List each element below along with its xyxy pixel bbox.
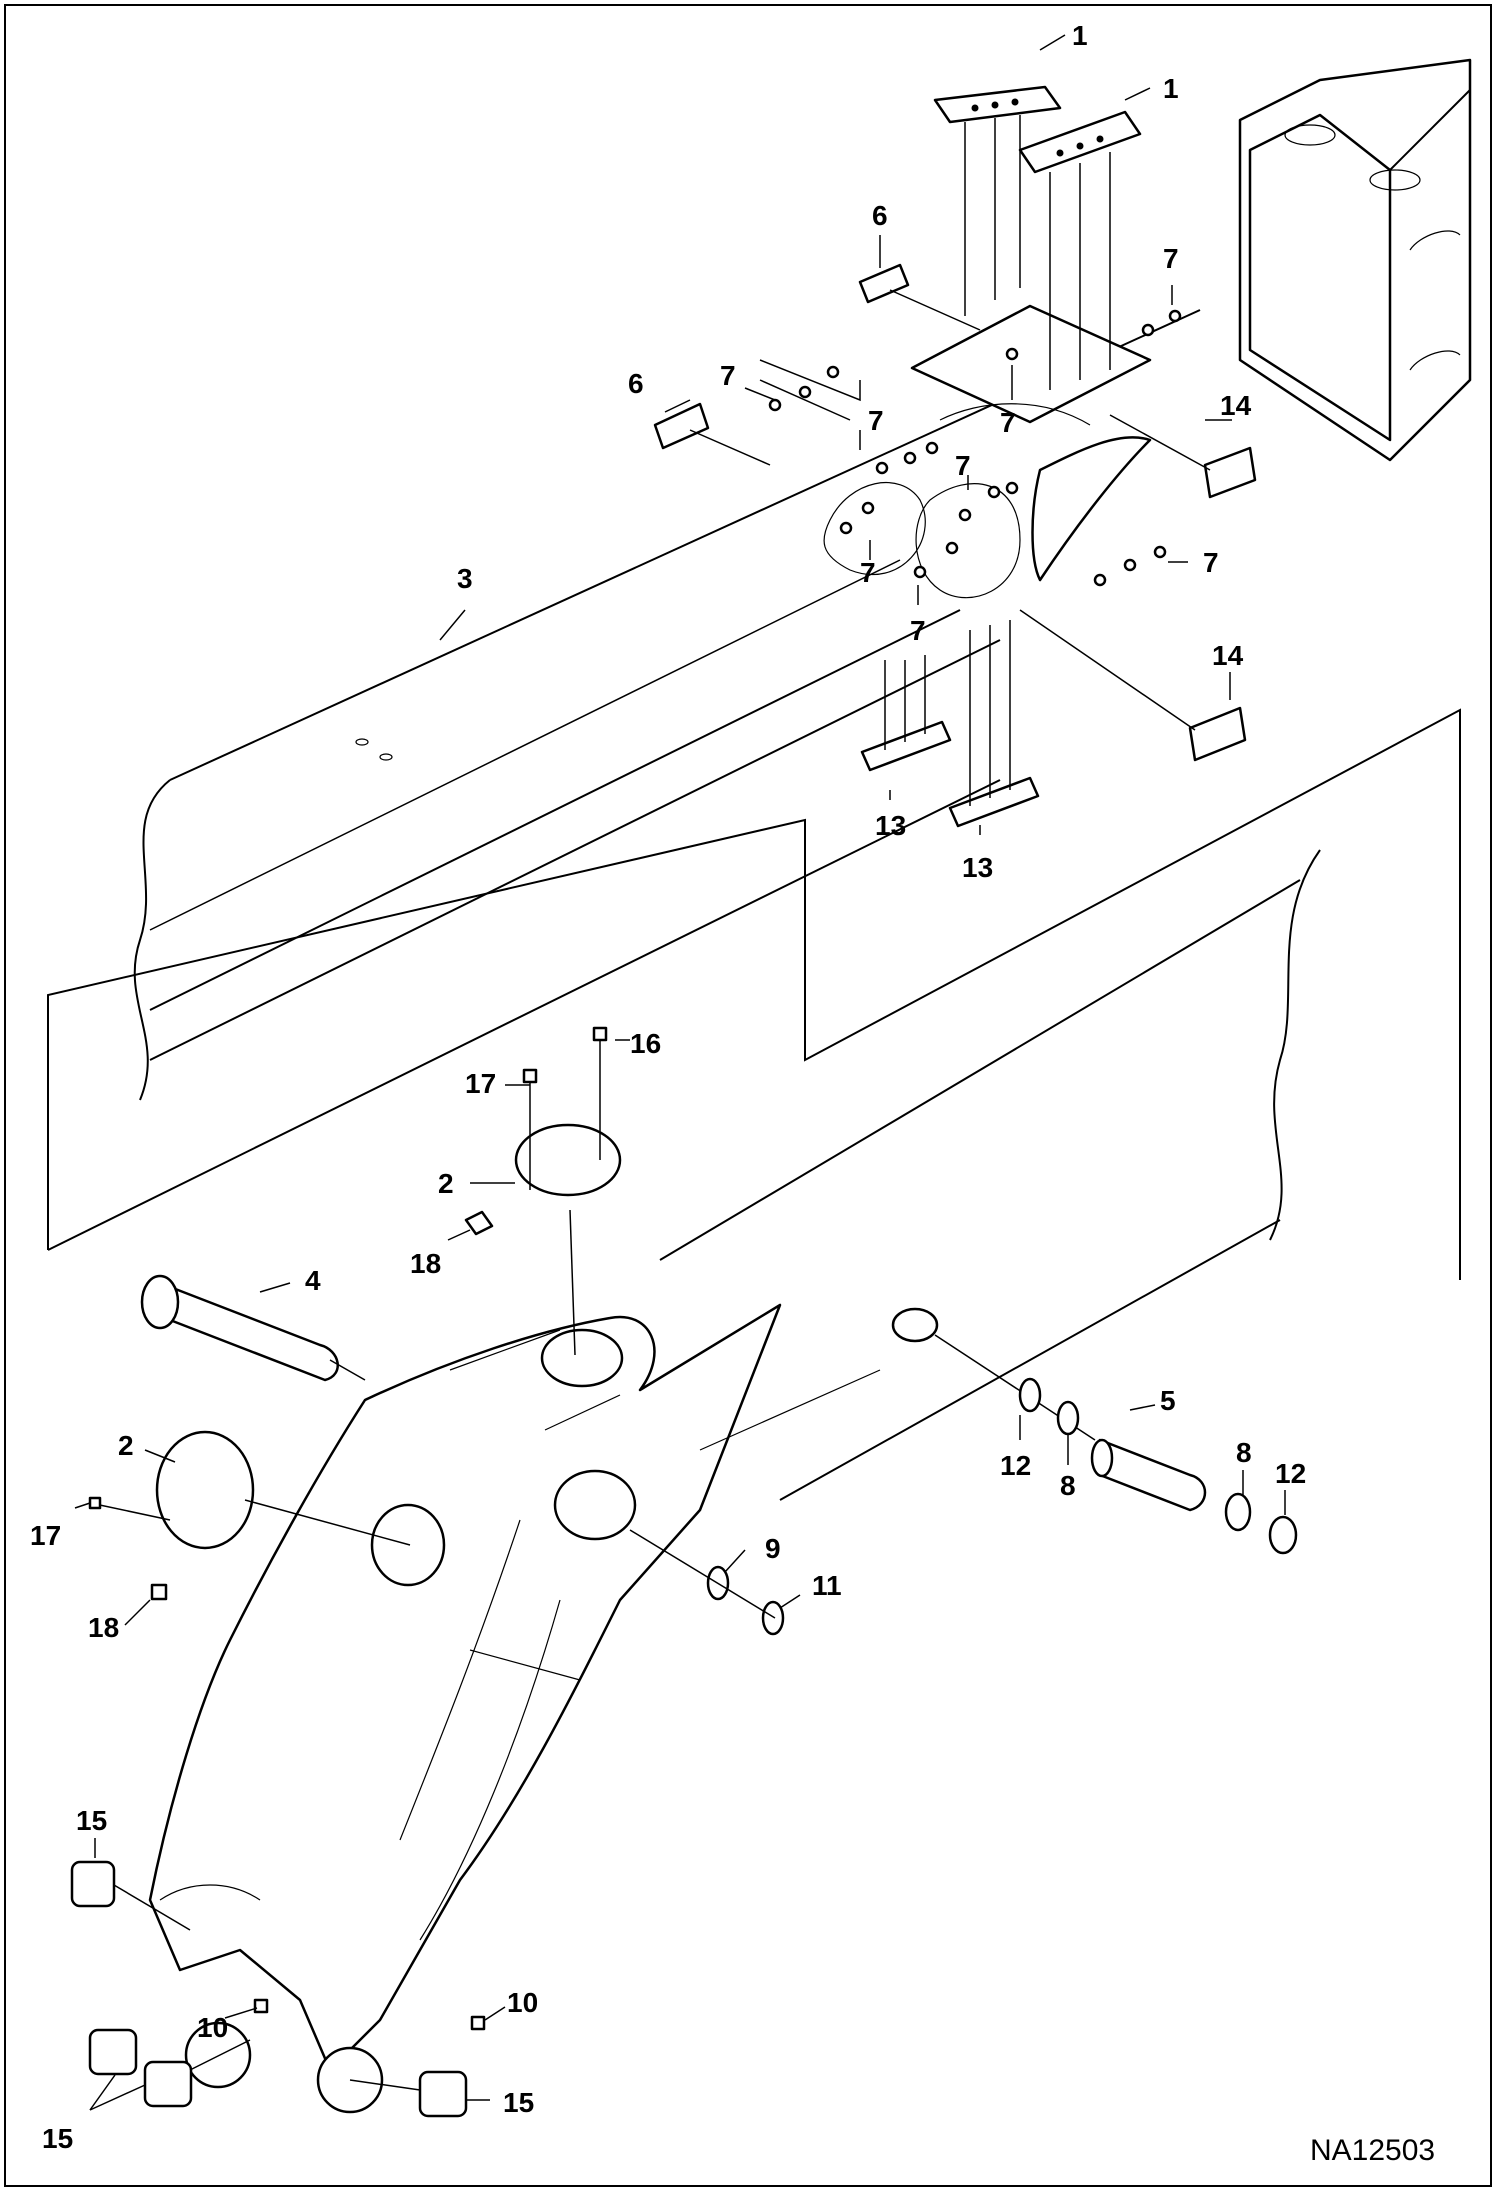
callout-8b: 8 [1236,1437,1252,1468]
bushing-15c [349,2070,468,2118]
callout-7e: 7 [955,450,971,481]
grease-fitting-10a [253,1998,269,2014]
callout-17b: 17 [30,1520,61,1551]
drawing-border [4,4,1492,2187]
ring-8a [1056,1400,1080,1436]
callout-18b: 18 [88,1612,119,1643]
nut-18a [464,1210,494,1236]
callout-7h: 7 [910,615,926,646]
callout-1b: 1 [1163,73,1179,104]
cover-plate-2b [155,1430,255,1550]
boom-frame-box [1238,58,1472,462]
bolt-17b [88,1496,102,1510]
grease-hole-top [540,1328,624,1388]
bottom-plate-13a [860,655,952,772]
callout-5: 5 [1160,1385,1176,1416]
bushing-15a [70,1860,191,1931]
callout-18a: 18 [410,1248,441,1279]
pin-4 [140,1274,366,1382]
callout-16: 16 [630,1028,661,1059]
ring-8b [1224,1492,1252,1532]
callout-labels: 1 1 6 7 7 6 7 14 7 7 7 7 7 14 3 13 13 16… [30,20,1306,2154]
callout-7a: 7 [1163,243,1179,274]
callout-2a: 2 [438,1168,454,1199]
top-plate-1a [933,85,1062,316]
section-break-planes [47,708,1461,1280]
side-plate-6b [653,402,710,450]
callout-7g: 7 [1203,547,1219,578]
callout-8a: 8 [1060,1470,1076,1501]
nut-18b [150,1583,168,1601]
callout-3: 3 [457,563,473,594]
bottom-plate-13b [948,620,1040,828]
callout-7d: 7 [868,405,884,436]
callout-9: 9 [765,1533,781,1564]
bolt-group-7 [768,309,1182,587]
cover-plate-2a [514,1123,622,1197]
top-plate-1b [1018,110,1142,390]
callout-1a: 1 [1072,20,1088,51]
bolt-16 [592,1026,608,1042]
side-plate-6a [858,263,910,304]
bushing-15b [88,2028,251,2108]
callout-12b: 12 [1275,1458,1306,1489]
ring-12b [1268,1515,1298,1555]
callout-10b: 10 [507,1987,538,2018]
side-plate-14b [1188,706,1247,762]
callout-13b: 13 [962,852,993,883]
drawing-code: NA12503 [1310,2134,1435,2167]
callout-12a: 12 [1000,1450,1031,1481]
callout-14a: 14 [1220,390,1252,421]
ring-11 [761,1600,785,1636]
callout-7f: 7 [860,557,876,588]
callout-15b: 15 [42,2123,73,2154]
grease-fitting-10b [470,2015,486,2031]
callout-7c: 7 [1000,407,1016,438]
callout-2b: 2 [118,1430,134,1461]
callout-7b: 7 [720,360,736,391]
callout-15c: 15 [503,2087,534,2118]
callout-6a: 6 [872,200,888,231]
callout-4: 4 [305,1265,321,1296]
bolt-17a [522,1068,538,1084]
callout-17a: 17 [465,1068,496,1099]
callout-15a: 15 [76,1805,107,1836]
callout-14b: 14 [1212,640,1244,671]
callout-10a: 10 [197,2012,228,2043]
callout-6b: 6 [628,368,644,399]
callout-13a: 13 [875,810,906,841]
boom-lower-section [148,849,1321,2114]
side-plate-14a [1203,446,1257,499]
callout-11: 11 [812,1570,842,1601]
callout-leaders [74,34,1286,2111]
ring-12a [1018,1377,1042,1413]
mounting-plate-assembly [759,304,1152,599]
